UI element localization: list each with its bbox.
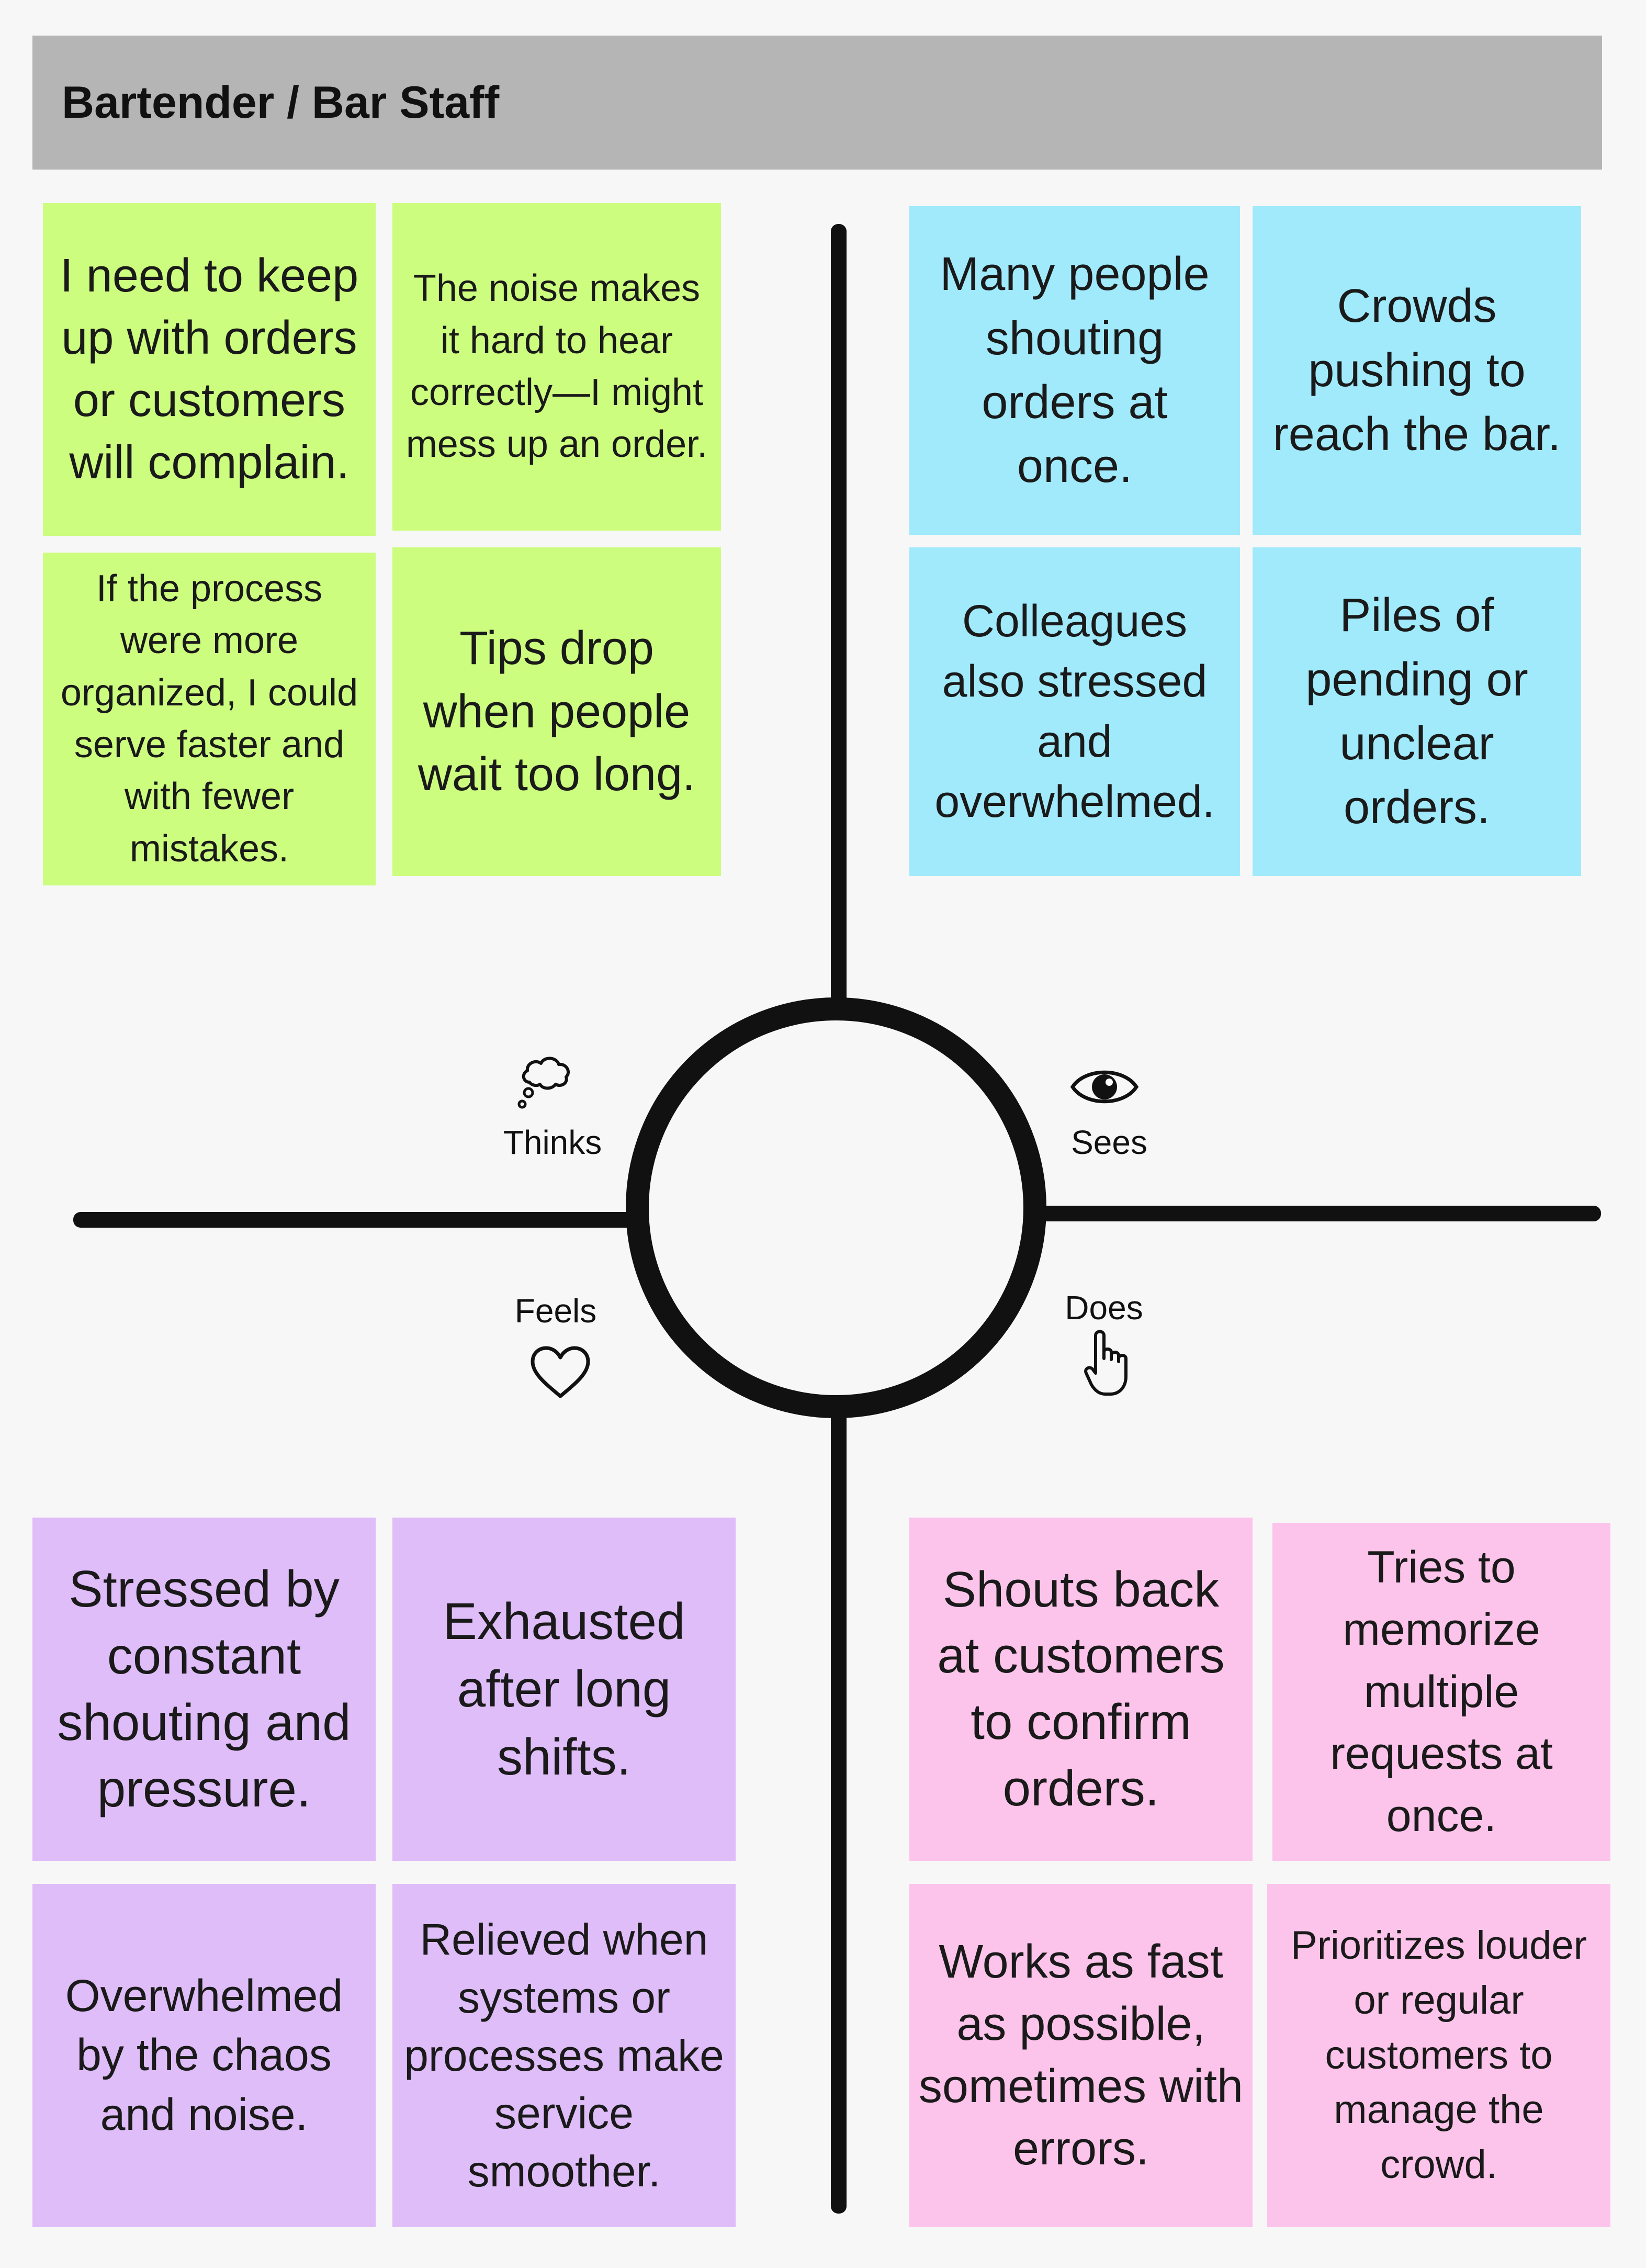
thinks-note-1: I need to keep up with orders or custome… bbox=[43, 203, 376, 536]
axis-vertical-bottom bbox=[831, 1408, 847, 2214]
feels-note-2: Exhausted after long shifts. bbox=[392, 1518, 736, 1861]
feels-note-1: Stressed by constant shouting and pressu… bbox=[32, 1518, 376, 1861]
feels-label: Feels bbox=[514, 1292, 597, 1330]
sees-label: Sees bbox=[1071, 1124, 1147, 1161]
does-note-1: Shouts back at customers to confirm orde… bbox=[909, 1518, 1253, 1861]
thinks-note-2-text: The noise makes it hard to hear correctl… bbox=[405, 267, 708, 466]
does-note-2: Tries to memorize multiple requests at o… bbox=[1272, 1523, 1610, 1861]
thinks-label: Thinks bbox=[503, 1124, 602, 1161]
sees-note-2-text: Crowds pushing to reach the bar. bbox=[1272, 280, 1561, 461]
axis-horizontal-left bbox=[73, 1212, 638, 1228]
does-note-3: Works as fast as possible, sometimes wit… bbox=[909, 1884, 1253, 2227]
does-note-2-text: Tries to memorize multiple requests at o… bbox=[1330, 1542, 1553, 1841]
header-bar: Bartender / Bar Staff bbox=[32, 36, 1602, 170]
feels-note-3: Overwhelmed by the chaos and noise. bbox=[32, 1884, 376, 2227]
axis-horizontal-right bbox=[1036, 1206, 1601, 1221]
heart-icon bbox=[531, 1346, 590, 1398]
thinks-note-1-text: I need to keep up with orders or custome… bbox=[60, 250, 359, 489]
thinks-note-3: If the process were more organized, I co… bbox=[43, 553, 376, 885]
thinks-note-4-text: Tips drop when people wait too long. bbox=[418, 622, 696, 801]
sees-note-3-text: Colleagues also stressed and overwhelmed… bbox=[934, 596, 1215, 827]
thinks-note-4: Tips drop when people wait too long. bbox=[392, 547, 721, 876]
pointing-hand-icon bbox=[1084, 1330, 1128, 1396]
page-title: Bartender / Bar Staff bbox=[62, 77, 500, 128]
does-note-4: Prioritizes louder or regular customers … bbox=[1267, 1884, 1610, 2227]
sees-note-3: Colleagues also stressed and overwhelmed… bbox=[909, 547, 1240, 876]
does-note-1-text: Shouts back at customers to confirm orde… bbox=[937, 1561, 1225, 1816]
center-circle bbox=[626, 997, 1046, 1418]
eye-icon bbox=[1070, 1070, 1139, 1104]
feels-note-4: Relieved when systems or processes make … bbox=[392, 1884, 736, 2227]
sees-note-1: Many people shouting orders at once. bbox=[909, 206, 1240, 535]
does-label: Does bbox=[1065, 1289, 1143, 1327]
feels-note-3-text: Overwhelmed by the chaos and noise. bbox=[65, 1970, 343, 2140]
feels-note-2-text: Exhausted after long shifts. bbox=[443, 1592, 685, 1786]
thinks-note-2: The noise makes it hard to hear correctl… bbox=[392, 203, 721, 531]
sees-note-1-text: Many people shouting orders at once. bbox=[940, 248, 1210, 493]
thought-bubble-icon bbox=[517, 1057, 570, 1109]
axis-vertical-top bbox=[831, 224, 847, 1009]
sees-note-2: Crowds pushing to reach the bar. bbox=[1253, 206, 1581, 535]
sees-note-4-text: Piles of pending or unclear orders. bbox=[1305, 589, 1528, 834]
does-note-3-text: Works as fast as possible, sometimes wit… bbox=[918, 1936, 1244, 2175]
thinks-note-3-text: If the process were more organized, I co… bbox=[60, 567, 358, 870]
feels-note-1-text: Stressed by constant shouting and pressu… bbox=[57, 1560, 351, 1818]
sees-note-4: Piles of pending or unclear orders. bbox=[1253, 547, 1581, 876]
feels-note-4-text: Relieved when systems or processes make … bbox=[404, 1914, 724, 2196]
does-note-4-text: Prioritizes louder or regular customers … bbox=[1291, 1923, 1587, 2187]
